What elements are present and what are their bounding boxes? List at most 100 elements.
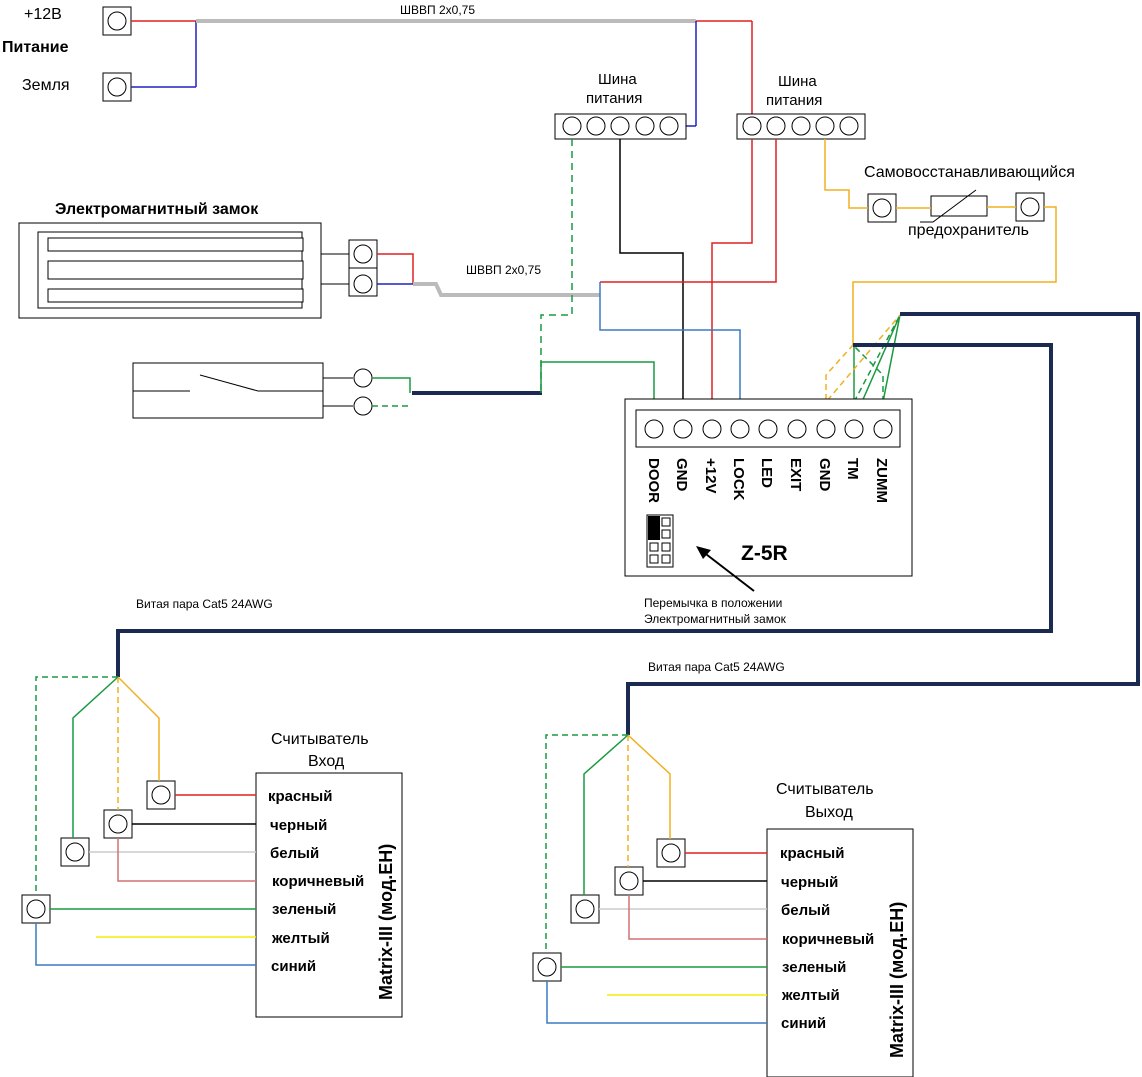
reader-in-wire-yellow: желтый [271,930,330,947]
terminal-label-zumm: ZUMM [873,458,890,503]
controller-wires [540,139,901,421]
reader-in-wire-brown: коричневый [272,873,364,890]
fuse-terminal-screw-icon [1020,197,1040,217]
ground-label: Земля [22,77,70,94]
reader-out-wire-blue: синий [781,1015,826,1032]
jumper-note-line-1: Перемычка в положении [644,596,782,610]
switch-terminal-screw-icon [353,368,373,388]
bus-right-screw-icon [791,116,811,136]
reader-out-terminal-screw-icon [661,843,681,863]
terminal-12v-screw-icon[interactable] [702,419,722,439]
bus-right-screw-icon [815,116,835,136]
cable-main-label: ШВВП 2х0,75 [400,3,475,17]
terminal-door-screw-icon[interactable] [644,419,664,439]
terminal-label-led: LED [758,458,775,488]
reader-in-terminal-screw-icon [26,899,46,919]
magnetic-lock: Электромагнитный замок ШВВП 2х0,75 [18,201,600,319]
jumper-block-icon [646,514,674,568]
reader-out-wire-yellow: желтый [781,987,840,1004]
controller-name: Z-5R [741,542,788,565]
reader-in-terminal-screw-icon [151,785,171,805]
bus-right-screw-icon [742,116,762,136]
reader-in-wire-black: черный [270,817,327,834]
reader-out: Считыватель Выход Matrix-III (мод.EH) кр… [532,734,914,1077]
reader-in-wire-blue: синий [271,958,316,975]
reader-in-model: Matrix-III (мод.EH) [376,844,396,1000]
reader-out-terminal-screw-icon [537,957,557,977]
reader-in-terminal-screw-icon [108,814,128,834]
bus-right: Шина питания [736,73,866,140]
fuse-ptc-mark-icon [920,189,977,223]
terminal-gnd2-screw-icon[interactable] [816,419,836,439]
bus-left: Шина питания [554,71,687,140]
jumper-note: Перемычка в положении Электромагнитный з… [644,546,787,626]
lock-terminal-screw-icon [353,244,373,264]
terminal-label-door: DOOR [645,458,662,503]
reader-out-wire-white: белый [781,902,830,919]
terminal-label-lock: LOCK [730,458,747,501]
bus-right-label-2: питания [766,92,822,109]
bus-left-label-2: питания [586,90,642,107]
bus-left-screw-icon [610,116,630,136]
controller-z5r: DOOR GND +12V LOCK LED EXIT GND TM ZUMM … [624,398,913,577]
bus-left-screw-icon [635,116,655,136]
fuse-label-top: Самовосстанавливающийся [864,164,1075,181]
reader-in-wire-red: красный [268,788,332,805]
ground-terminal[interactable] [102,72,132,102]
terminal-exit-screw-icon[interactable] [787,419,807,439]
bus-left-screw-icon [562,116,582,136]
bus-left-label-1: Шина [598,71,637,88]
reader-out-wire-brown: коричневый [782,931,874,948]
fuse-label-bottom: предохранитель [908,222,1029,239]
reader-out-model: Matrix-III (мод.EH) [887,902,907,1058]
terminal-led-screw-icon[interactable] [758,419,778,439]
lock-terminal-screw-icon [353,274,373,294]
fuse: Самовосстанавливающийся предохранитель [824,139,1075,345]
terminal-gnd-screw-icon[interactable] [673,419,693,439]
reader-in-terminal-screw-icon [65,842,85,862]
arrow-icon [696,546,711,559]
reader-in-title-1: Считыватель [271,731,369,748]
cable-twisted-1-label: Витая пара Cat5 24AWG [136,597,273,611]
twisted-pair-cables: Витая пара Cat5 24AWG Витая пара Cat5 24… [116,312,1140,735]
reader-out-title-2: Выход [805,804,854,821]
reader-in-wire-white: белый [270,845,319,862]
reader-in: Считыватель Вход Matrix-III (мод.EH) кра… [21,676,403,1018]
bus-right-screw-icon [766,116,786,136]
reader-out-terminal-screw-icon [619,871,639,891]
fuse-terminal-screw-icon [872,198,892,218]
terminal-label-12v: +12V [702,458,719,493]
power-title: Питание [2,39,69,56]
controller-terminal-row [644,419,893,439]
reader-out-wire-black: черный [781,874,838,891]
power-cable: ШВВП 2х0,75 [131,3,753,127]
jumper-note-line-2: Электромагнитный замок [644,612,787,626]
switch-terminal-screw-icon [353,396,373,416]
reader-in-title-2: Вход [308,753,345,770]
cable-twisted-2-label: Витая пара Cat5 24AWG [648,660,785,674]
terminal-lock-screw-icon[interactable] [730,419,750,439]
fuse-body-icon [930,195,988,217]
terminal-label-tm: TM [844,458,861,480]
reader-in-wire-green: зеленый [272,901,336,918]
power-source: +12В Питание Земля [2,6,132,102]
bus-left-screw-icon [586,116,606,136]
terminal-zumm-screw-icon[interactable] [873,419,893,439]
terminal-tm-screw-icon[interactable] [844,419,864,439]
terminal-label-gnd2: GND [816,458,833,492]
reader-out-wire-red: красный [780,845,844,862]
reader-out-wire-green: зеленый [782,959,846,976]
ground-terminal-screw-icon [107,77,127,97]
cable-lock-label: ШВВП 2х0,75 [466,263,541,277]
reader-out-title-1: Считыватель [776,781,874,798]
door-switch [132,362,542,419]
reader-out-terminal-screw-icon [575,899,595,919]
bus-left-screw-icon [659,116,679,136]
plus-12v-label: +12В [24,6,62,23]
bus-right-screw-icon [839,116,859,136]
terminal-label-gnd: GND [673,458,690,492]
lock-title: Электромагнитный замок [55,201,259,218]
plus-terminal-screw-icon [107,11,127,31]
plus-terminal[interactable] [102,6,132,36]
